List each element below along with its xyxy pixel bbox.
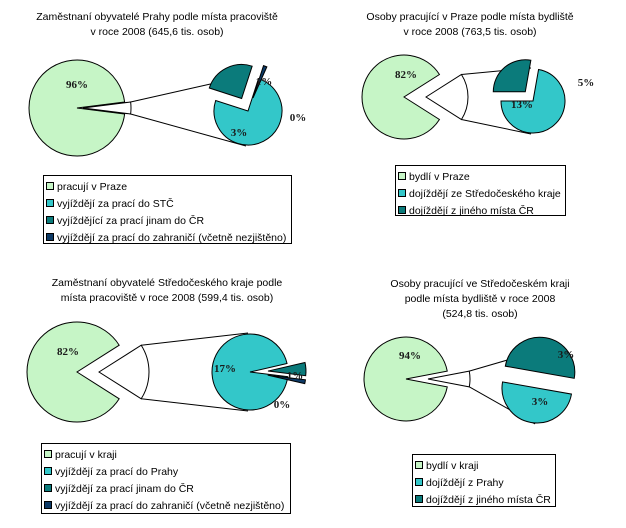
legend-swatch — [398, 189, 406, 197]
chart-title-line: podle místa bydliště v roce 2008 — [405, 293, 556, 305]
data-label-secondary: 3% — [558, 349, 575, 361]
data-label-main: 82% — [395, 69, 417, 81]
pie-slice-secondary — [492, 59, 532, 93]
legend-box — [43, 175, 292, 244]
legend-swatch — [415, 461, 423, 469]
data-label-secondary: 0% — [290, 112, 307, 124]
chart-title-line: místa pracoviště v roce 2008 (599,4 tis.… — [61, 292, 273, 304]
pie-slice-secondary — [252, 64, 268, 99]
pie-slice-secondary — [213, 78, 283, 146]
legend-label: vyjíždějí za prací do zahraničí (včetně … — [57, 232, 286, 244]
chart-title-line: Zaměstnaní obyvatelé Středočeského kraje… — [52, 277, 283, 289]
data-label-secondary: 0% — [274, 399, 291, 411]
pie-of-pie-chart-3: Zaměstnaní obyvatelé Středočeského kraje… — [26, 277, 307, 514]
legend-swatch — [44, 450, 52, 458]
chart-title-line: (524,8 tis. osob) — [442, 308, 517, 320]
pie-slice-other-group — [98, 344, 150, 400]
legend-label: vyjíždějí za prací do Prahy — [55, 466, 179, 478]
connector-line-bottom — [130, 113, 247, 147]
legend-swatch — [46, 233, 54, 241]
pie-slice-secondary — [504, 336, 576, 379]
legend-label: pracují v kraji — [55, 449, 117, 461]
pie-slice-secondary — [501, 381, 573, 424]
legend-swatch — [398, 206, 406, 214]
chart-title-line: v roce 2008 (763,5 tis. osob) — [403, 26, 536, 38]
legend-label: bydlí v Praze — [409, 171, 470, 183]
pie-slice-main — [363, 336, 448, 422]
legend-swatch — [415, 478, 423, 486]
pie-slice-secondary — [267, 374, 307, 385]
data-label-main: 94% — [399, 350, 421, 362]
legend-swatch — [44, 484, 52, 492]
pie-of-pie-chart-4: Osoby pracující ve Středočeském kraji pod… — [363, 278, 576, 507]
legend-label: vyjíždějí za prací do STČ — [57, 197, 174, 210]
legend-swatch — [398, 172, 406, 180]
legend-label: bydlí v kraji — [426, 460, 479, 472]
legend-label: pracují v Praze — [57, 181, 127, 193]
data-label-main: 82% — [57, 346, 79, 358]
connector-line-bottom — [461, 119, 532, 135]
legend-label: dojíždějí z Prahy — [426, 477, 504, 489]
data-label-secondary: 1% — [287, 370, 304, 382]
pie-slice-main — [28, 59, 126, 157]
legend-label: dojíždějí z jiného místa ČR — [426, 493, 551, 506]
pie-of-pie-chart-1: Zaměstnaní obyvatelé Prahy podle místa p… — [28, 11, 307, 244]
legend-swatch — [46, 199, 54, 207]
data-label-secondary: 17% — [214, 363, 236, 375]
pie-slice-other-group — [427, 370, 471, 388]
legend-label: vyjíždějící za prací jinam do ČR — [57, 214, 204, 227]
legend-label: dojíždějí ze Středočeského kraje — [409, 188, 561, 200]
legend-swatch — [415, 495, 423, 503]
data-label-main: 96% — [66, 79, 88, 91]
pie-slice-other-group — [425, 73, 469, 121]
chart-title-line: Zaměstnaní obyvatelé Prahy podle místa p… — [36, 11, 278, 23]
pie-slice-main — [26, 321, 120, 423]
connector-line-bottom — [141, 398, 249, 412]
data-label-secondary: 1% — [256, 76, 273, 88]
legend-swatch — [44, 467, 52, 475]
legend-label: dojíždějí z jiného místa ČR — [409, 204, 534, 217]
data-label-secondary: 3% — [231, 127, 248, 139]
legend-swatch — [46, 182, 54, 190]
legend-box — [41, 443, 291, 514]
pie-slice-main — [361, 54, 441, 140]
pie-slice-secondary — [211, 333, 289, 411]
chart-title-line: v roce 2008 (645,6 tis. osob) — [90, 26, 223, 38]
connector-line-top — [141, 332, 249, 346]
data-label-secondary: 13% — [511, 99, 533, 111]
legend-swatch — [46, 216, 54, 224]
legend-box — [412, 454, 556, 507]
pie-slice-secondary — [500, 68, 566, 134]
pie-slice-secondary — [267, 361, 307, 377]
chart-title-line: Osoby pracující v Praze podle místa bydl… — [366, 11, 573, 23]
data-label-secondary: 3% — [532, 396, 549, 408]
legend-box — [395, 165, 566, 216]
data-label-secondary: 5% — [578, 77, 595, 89]
legend-label: vyjíždějí za prací do zahraničí (včetně … — [55, 500, 284, 512]
pie-slice-secondary — [208, 64, 253, 100]
legend-label: vyjíždějí za prací jinam do ČR — [55, 482, 194, 495]
chart-title-line: Osoby pracující ve Středočeském kraji — [390, 278, 569, 290]
pie-of-pie-chart-2: Osoby pracující v Praze podle místa bydl… — [361, 11, 595, 217]
legend-swatch — [44, 501, 52, 509]
